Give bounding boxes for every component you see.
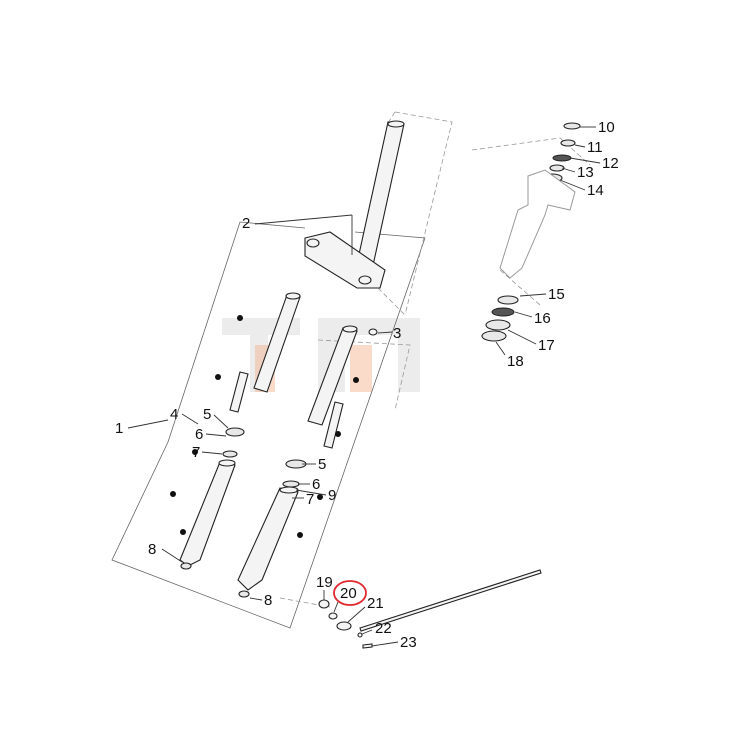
watermark-logo: [222, 318, 420, 392]
callout-13: 13: [577, 164, 594, 181]
callout-4: 4: [170, 406, 178, 423]
callout-14: 14: [587, 182, 604, 199]
callout-21: 21: [367, 595, 384, 612]
callout-19: 19: [316, 574, 333, 591]
callout-23: 23: [400, 634, 417, 651]
callout-8a: 8: [148, 541, 156, 558]
speedometer-cable-group: [318, 569, 542, 649]
callout-20: 20: [340, 585, 357, 602]
callout-17: 17: [538, 337, 555, 354]
callout-10: 10: [598, 119, 615, 136]
callout-1: 1: [115, 420, 123, 437]
callout-7b: 7: [306, 491, 314, 508]
callout-22: 22: [375, 620, 392, 637]
right-fork-leg: [237, 325, 358, 598]
callout-12: 12: [602, 155, 619, 172]
reference-dots: [170, 315, 359, 538]
left-fork-leg: [179, 292, 301, 570]
callout-5a: 5: [203, 406, 211, 423]
callout-2: 2: [242, 215, 250, 232]
callout-6a: 6: [195, 426, 203, 443]
callout-3: 3: [393, 325, 401, 342]
callout-7a: 7: [192, 444, 200, 461]
callout-8b: 8: [264, 592, 272, 609]
leader-lines: [127, 126, 601, 647]
callout-6b: 6: [312, 476, 320, 493]
fork-assembly-frame: [111, 221, 426, 629]
dashed-reference-frame: [387, 111, 453, 316]
highlight-circle-part-20: [333, 580, 367, 606]
dashed-reference-frame-3: [471, 137, 591, 306]
callout-16: 16: [534, 310, 551, 327]
part-3-screw: [368, 328, 378, 336]
callout-5b: 5: [318, 456, 326, 473]
callout-11: 11: [587, 139, 603, 156]
callout-labels: 1 2 3 4 5 6 7 8 5 6 7 9 8 10 11 12 13 14…: [115, 119, 619, 651]
callout-9: 9: [328, 487, 336, 504]
steering-head-assembly: [481, 122, 581, 342]
steering-stem: [304, 120, 405, 289]
callout-18: 18: [507, 353, 524, 370]
callout-15: 15: [548, 286, 565, 303]
